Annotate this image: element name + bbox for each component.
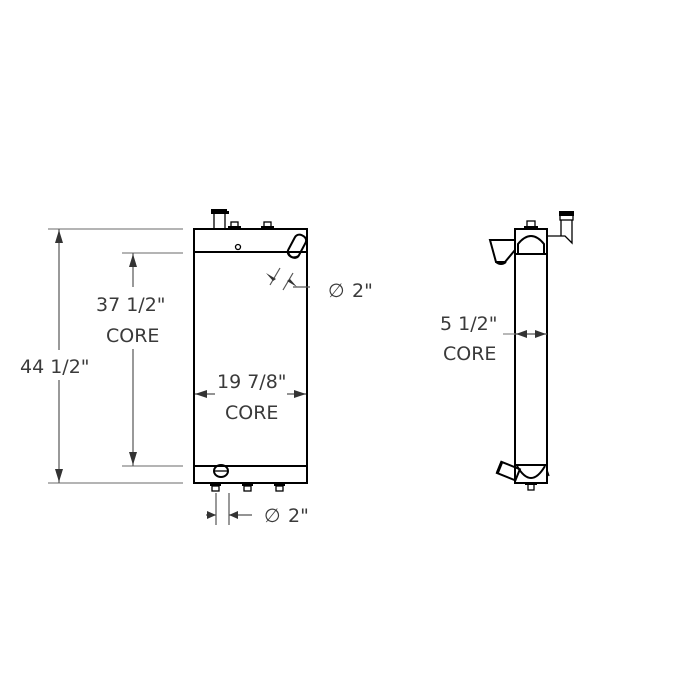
top-fitting-icon: [261, 221, 274, 229]
overall-height-dimension: 44 1/2": [20, 228, 183, 484]
core-width-value: 19 7/8": [217, 371, 287, 393]
core-width-dimension: 19 7/8" CORE: [195, 371, 306, 424]
drain-hole-icon: [234, 243, 242, 251]
side-view: 5 1/2" CORE: [440, 211, 574, 491]
core-depth-dimension: 5 1/2" CORE: [440, 313, 547, 365]
top-tank-dome: [517, 235, 545, 254]
bottom-fitting-icon: [242, 483, 253, 492]
bottom-tank: [514, 464, 548, 484]
core-height-dimension: 37 1/2" CORE: [96, 252, 183, 467]
bottom-fitting-icon: [210, 483, 221, 492]
front-view: ∅ 2" ∅ 2": [20, 209, 373, 527]
diameter-symbol: ∅: [328, 280, 345, 302]
top-fitting-icon: [228, 221, 241, 229]
bottom-inlet-icon: [213, 464, 229, 478]
filler-neck-icon: [211, 209, 229, 230]
overall-height-value: 44 1/2": [20, 356, 90, 378]
bottom-port-size: 2": [288, 505, 309, 527]
radiator-body: [193, 228, 308, 484]
core-depth-label: CORE: [443, 343, 496, 365]
filler-neck-icon: [547, 211, 574, 245]
top-port-size: 2": [352, 280, 373, 302]
core-height-label: CORE: [106, 325, 159, 347]
bottom-fitting-icon: [274, 483, 285, 492]
top-port-dimension: ∅ 2": [266, 267, 373, 302]
bottom-tank-dome: [516, 465, 546, 479]
top-outlet-pipe-icon: [286, 233, 308, 259]
side-inlet-pipe-icon: [495, 460, 522, 482]
diameter-symbol: ∅: [264, 505, 281, 527]
core-height-value: 37 1/2": [96, 294, 166, 316]
side-outlet-pipe-icon: [488, 239, 516, 265]
bottom-port-dimension: ∅ 2": [206, 493, 309, 527]
core-width-label: CORE: [225, 402, 278, 424]
core-depth-value: 5 1/2": [440, 313, 497, 335]
